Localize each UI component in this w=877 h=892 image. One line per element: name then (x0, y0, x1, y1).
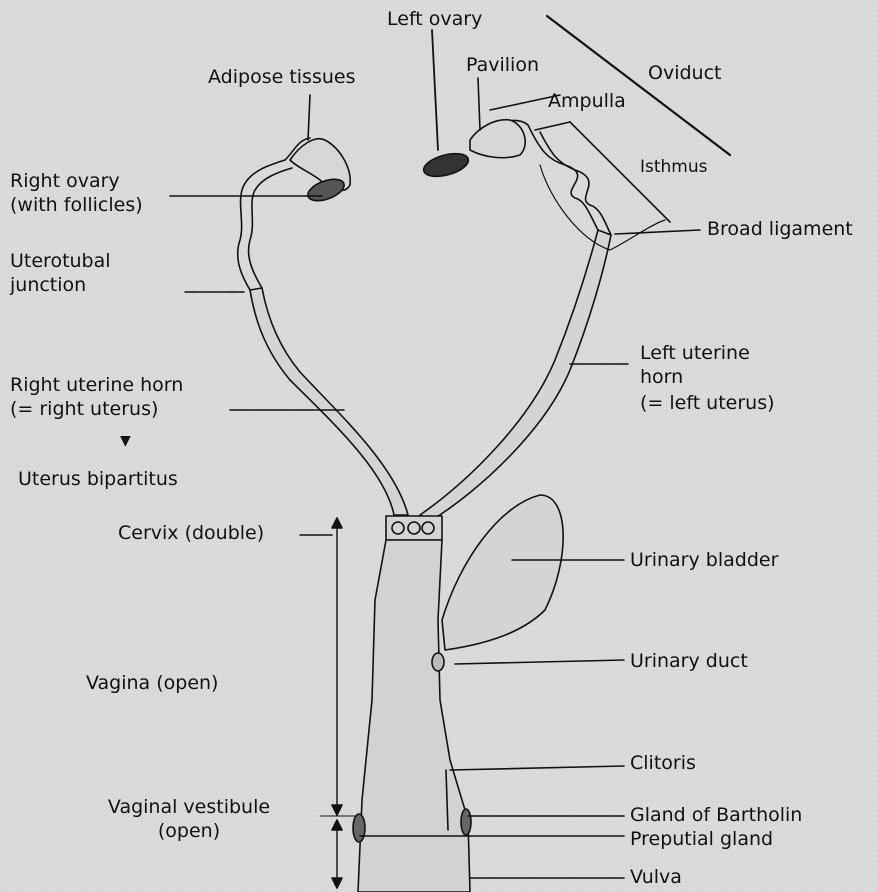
bartholin-gland-left (353, 814, 365, 842)
label-right-ovary: Right ovary (10, 170, 120, 192)
label-right-ovary-sub: (with follicles) (10, 194, 143, 216)
left-ovary-shape (421, 149, 471, 180)
label-clitoris: Clitoris (630, 752, 696, 774)
label-right-horn-2: (= right uterus) (10, 398, 158, 420)
label-left-horn-2: horn (640, 366, 683, 388)
urinary-duct-shape (432, 653, 444, 671)
label-uterotubal-sub: junction (10, 274, 86, 296)
label-right-horn: Right uterine horn (10, 374, 183, 396)
label-urinary-duct: Urinary duct (630, 650, 748, 672)
label-vulva: Vulva (630, 866, 682, 888)
label-left-horn: Left uterine (640, 342, 750, 364)
right-uterine-horn (250, 288, 408, 515)
label-uterus-bipartitus: Uterus bipartitus (18, 468, 178, 490)
label-left-ovary: Left ovary (387, 8, 482, 30)
pavilion-shape (470, 120, 525, 158)
label-preputial-gland: Preputial gland (630, 828, 773, 850)
label-left-horn-3: (= left uterus) (640, 392, 775, 414)
label-cervix: Cervix (double) (118, 522, 264, 544)
label-uterotubal: Uterotubal (10, 250, 111, 272)
label-gland-of-bartholin: Gland of Bartholin (630, 804, 802, 826)
bartholin-gland-right (461, 809, 471, 835)
label-broad-ligament: Broad ligament (707, 218, 853, 240)
left-uterine-horn (420, 230, 611, 520)
label-vaginal-vestibule: Vaginal vestibule (84, 796, 294, 818)
label-oviduct: Oviduct (648, 62, 721, 84)
label-isthmus: Isthmus (640, 156, 708, 178)
label-vagina: Vagina (open) (86, 672, 218, 694)
label-adipose-tissues: Adipose tissues (208, 66, 355, 88)
label-urinary-bladder: Urinary bladder (630, 549, 778, 571)
label-vaginal-vestibule-sub: (open) (84, 820, 294, 842)
label-pavilion: Pavilion (466, 54, 539, 76)
urinary-bladder-shape (442, 495, 563, 650)
arrow-down-icon: ▼ (120, 430, 131, 452)
label-ampulla: Ampulla (548, 90, 626, 112)
